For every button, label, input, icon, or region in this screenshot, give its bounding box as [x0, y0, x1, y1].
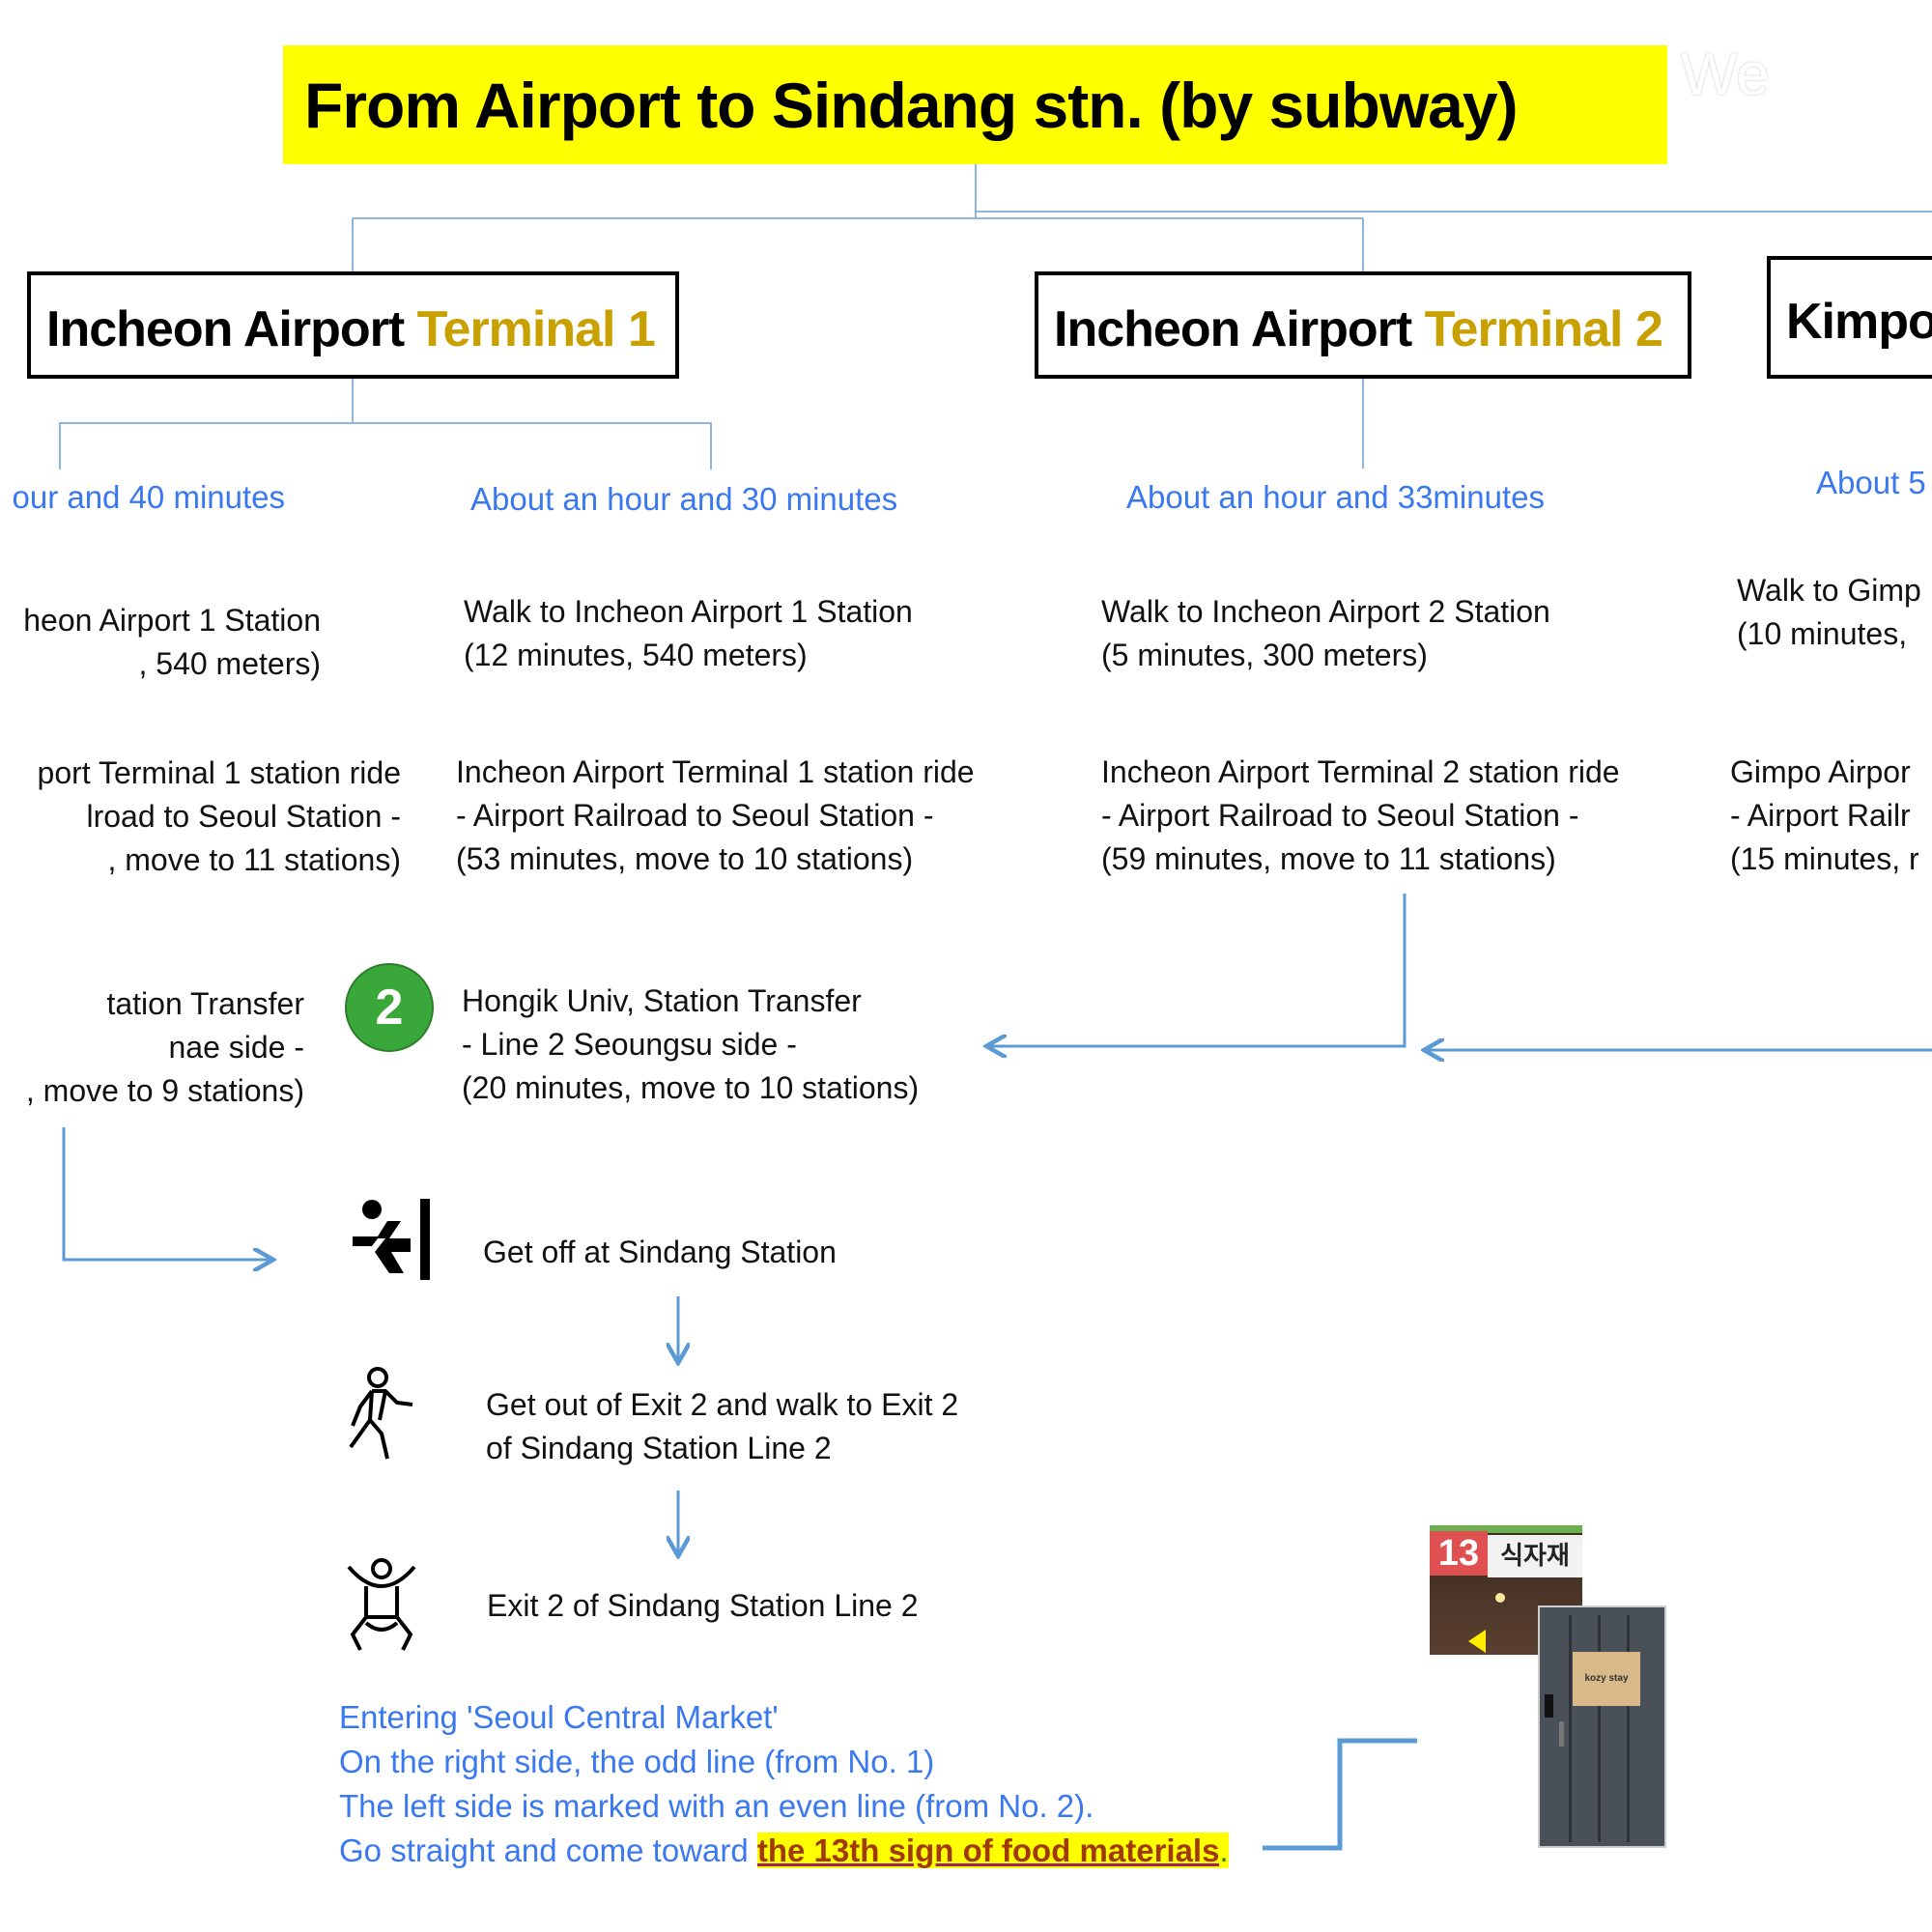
- market-sign-photo: 13 식자재: [1430, 1525, 1582, 1655]
- route-transfer: Hongik Univ, Station Transfer- Line 2 Se…: [462, 983, 920, 1105]
- directions-text: Entering 'Seoul Central Market' On the r…: [339, 1699, 1229, 1868]
- highlighted-landmark: the 13th sign of food materials: [756, 1833, 1220, 1868]
- connector-line: [352, 218, 354, 272]
- route-ride: Incheon Airport Terminal 1 station ride-…: [456, 754, 975, 876]
- route-walk: heon Airport 1 Station, 540 meters): [23, 603, 321, 681]
- route-walk: Walk to Gimp(10 minutes,: [1737, 573, 1921, 651]
- route-ride: Gimpo Airpor- Airport Railr(15 minutes, …: [1730, 754, 1919, 876]
- arrow-terminal2-to-transfer: [989, 894, 1406, 1046]
- connector-to-photos: [1263, 1738, 1417, 1851]
- route-ride: Incheon Airport Terminal 2 station ride-…: [1101, 754, 1620, 876]
- connector-line: [976, 211, 1932, 213]
- person-arms-up-icon: [347, 1558, 416, 1651]
- connector-line: [1362, 379, 1364, 469]
- line-2-badge: 2: [345, 963, 434, 1052]
- terminal-2-box: Incheon Airport Terminal 2: [1035, 271, 1691, 379]
- connector-line: [1362, 218, 1364, 272]
- step-text: Exit 2 of Sindang Station Line 2: [487, 1588, 919, 1623]
- exit-icon: [353, 1199, 430, 1280]
- walking-person-icon: [349, 1367, 413, 1460]
- page-title: From Airport to Sindang stn. (by subway): [283, 45, 1667, 164]
- overlay-text: We: [1681, 42, 1770, 108]
- connector-line: [975, 164, 977, 218]
- connector-line: [353, 217, 1363, 219]
- route-duration: About 5: [1816, 465, 1926, 500]
- terminal-1-box: Incheon Airport Terminal 1: [27, 271, 679, 379]
- door-photo: kozy stay: [1538, 1605, 1666, 1848]
- connector-line: [59, 422, 712, 424]
- connector-line: [710, 423, 712, 469]
- route-duration: About an hour and 30 minutes: [470, 481, 898, 517]
- route-walk: Walk to Incheon Airport 2 Station(5 minu…: [1101, 594, 1550, 672]
- arrow-icon: [1468, 1630, 1486, 1653]
- route-duration: About an hour and 33minutes: [1126, 479, 1545, 515]
- kimpo-box: Kimpo: [1767, 256, 1932, 379]
- route-walk: Walk to Incheon Airport 1 Station(12 min…: [464, 594, 913, 672]
- route-duration: our and 40 minutes: [12, 479, 285, 515]
- arrow-route0-to-sindang: [62, 1127, 270, 1260]
- connector-line: [59, 423, 61, 469]
- step-text: Get off at Sindang Station: [483, 1235, 837, 1269]
- connector-line: [352, 379, 354, 423]
